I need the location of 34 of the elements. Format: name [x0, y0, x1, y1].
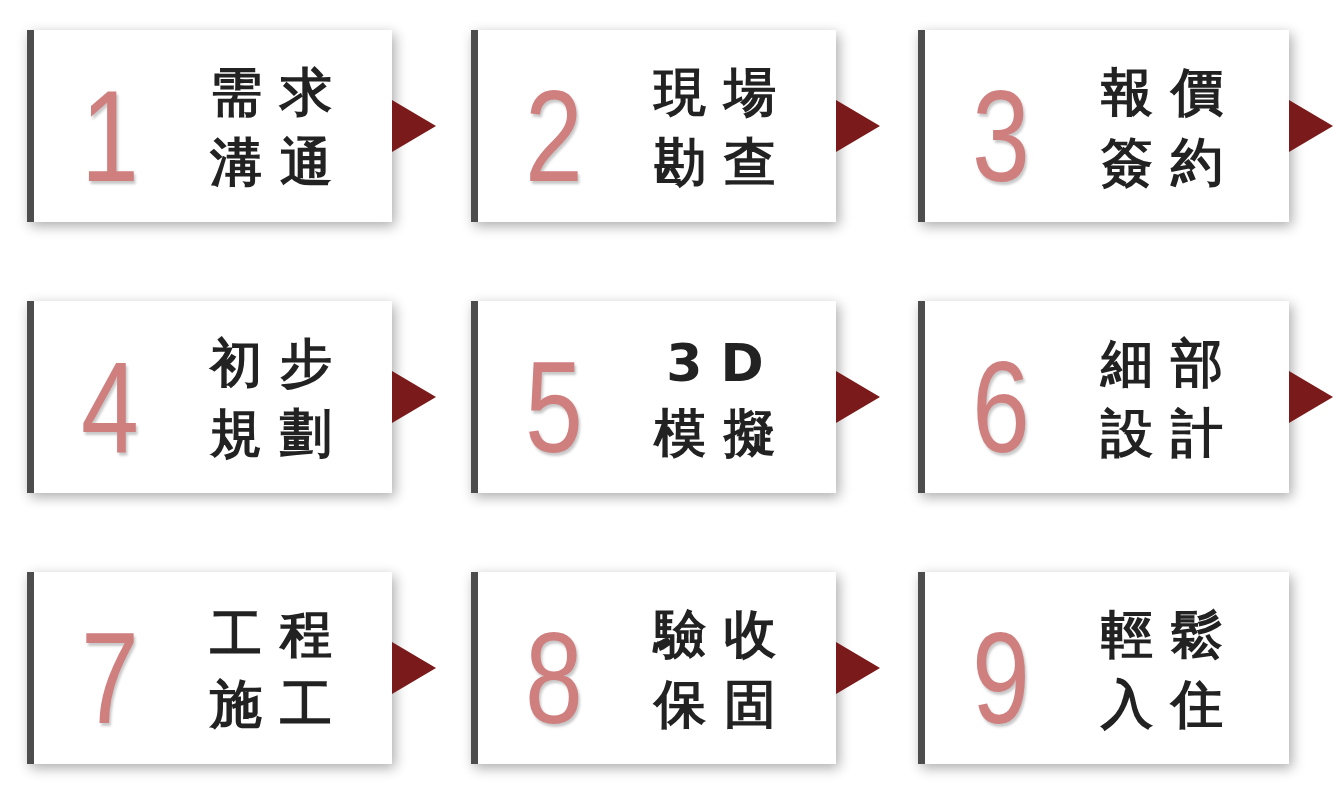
step-card [27, 572, 392, 764]
arrow [1289, 100, 1333, 152]
step-card [471, 572, 836, 764]
step-number: 2 [524, 71, 584, 201]
arrow [836, 642, 880, 694]
step-label: 工程施工 [208, 603, 350, 736]
step-label: 初步規劃 [208, 332, 350, 465]
step-label: 需求溝通 [209, 61, 350, 194]
step-card [918, 301, 1289, 493]
step-card [27, 30, 392, 222]
step-card [918, 30, 1289, 222]
step-card [27, 301, 392, 493]
arrow [836, 371, 880, 423]
step-label: 驗收保固 [651, 603, 794, 736]
step-number: 1 [80, 71, 140, 201]
arrow [836, 100, 880, 152]
step-label: 細部設計 [1099, 332, 1241, 465]
step-number: 7 [80, 613, 140, 743]
step-number: 6 [971, 342, 1031, 472]
arrow [1289, 371, 1333, 423]
step-label: 輕鬆入住 [1099, 603, 1241, 736]
step-number: 9 [971, 613, 1031, 743]
step-label: 報價簽約 [1100, 61, 1241, 194]
step-card [471, 301, 836, 493]
arrow [392, 642, 436, 694]
arrow [392, 371, 436, 423]
step-card [918, 572, 1289, 764]
step-number: 4 [80, 342, 140, 472]
step-number: 5 [524, 342, 584, 472]
step-number: 3 [971, 71, 1031, 201]
step-label: 3D模擬 [652, 332, 794, 465]
step-label: 現場勘查 [652, 61, 794, 194]
step-card [471, 30, 836, 222]
step-number: 8 [524, 613, 584, 743]
